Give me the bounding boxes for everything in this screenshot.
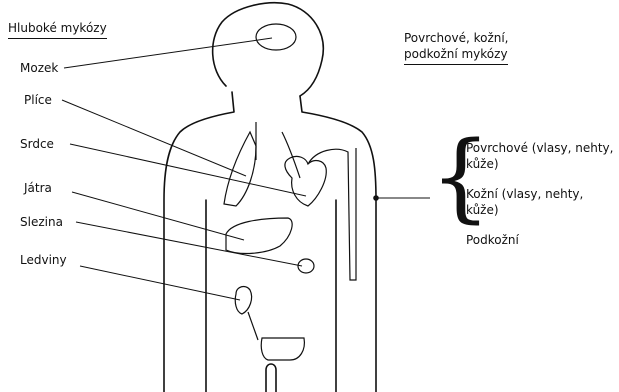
label-heart: Srdce: [20, 136, 54, 152]
kidney-shape: [235, 287, 251, 314]
label-surface-line2: kůže): [466, 156, 499, 172]
label-brain: Mozek: [20, 60, 58, 76]
blood-vessel-line: [308, 148, 356, 280]
label-subcutaneous: Podkožní: [466, 232, 519, 248]
surface-mycoses-heading-line2: podkožní mykózy: [404, 46, 508, 65]
label-cutaneous-line2: kůže): [466, 202, 499, 218]
label-spleen: Slezina: [20, 214, 63, 230]
right-lung-shape: [282, 132, 300, 178]
left-shoulder-outline: [164, 92, 234, 392]
right-shoulder-outline: [300, 96, 376, 392]
skin-point-marker: [374, 196, 378, 200]
pointer-slezina: [76, 222, 302, 266]
leg-split-outline: [266, 364, 276, 392]
pointer-ledviny: [80, 266, 240, 300]
heart-shape: [285, 156, 326, 206]
bladder-shape: [261, 338, 304, 360]
pointer-plice: [62, 100, 246, 176]
surface-mycoses-heading-line1: Povrchové, kožní,: [404, 30, 509, 46]
pointer-jatra: [72, 192, 244, 240]
label-lungs: Plíce: [24, 92, 52, 108]
ureter-line: [248, 312, 258, 340]
label-surface-line1: Povrchové (vlasy, nehty,: [466, 140, 613, 156]
label-cutaneous-line1: Kožní (vlasy, nehty,: [466, 186, 583, 202]
pointer-mozek: [64, 38, 272, 68]
deep-mycoses-heading: Hluboké mykózy: [8, 20, 107, 39]
label-kidneys: Ledviny: [20, 252, 67, 268]
liver-shape: [226, 218, 292, 253]
label-liver: Játra: [24, 180, 52, 196]
brain-shape: [256, 24, 296, 50]
